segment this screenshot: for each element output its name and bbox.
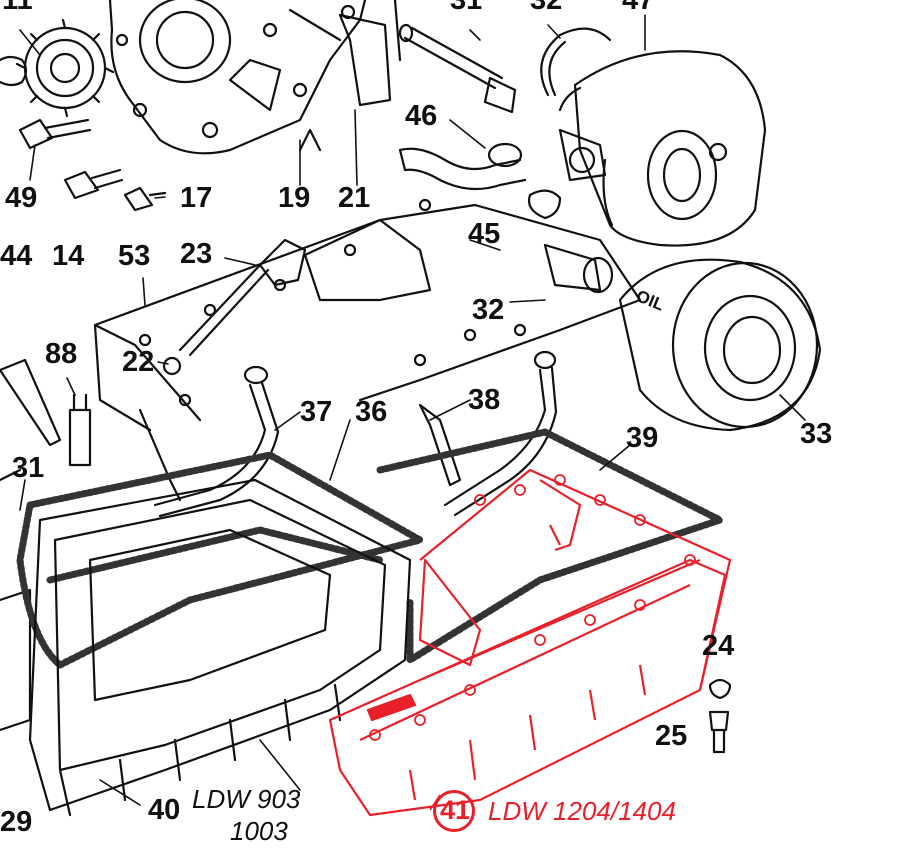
stud-part — [68, 393, 92, 467]
caption-ldw-1204-1404: LDW 1204/1404 — [488, 796, 676, 826]
pan-gasket-36 — [16, 451, 424, 669]
bushing-parts — [527, 189, 614, 294]
pan-gasket-39 — [376, 428, 724, 664]
label-part-44: 44 — [0, 240, 33, 272]
oil-filter-part — [618, 258, 822, 432]
caption-ldw-1003: 1003 — [230, 816, 288, 846]
label-part-88: 88 — [45, 338, 78, 370]
label-part-24: 24 — [702, 630, 735, 662]
label-part-45: 45 — [468, 218, 501, 250]
seal-ring-part — [540, 27, 612, 97]
oil-pan-41 — [328, 468, 732, 817]
label-part-53: 53 — [118, 240, 151, 272]
dipstick-part — [162, 238, 307, 376]
label-part-29: 29 — [0, 806, 33, 838]
bracket-part — [338, 0, 402, 107]
label-part-31: 31 — [12, 452, 45, 484]
small-bolts — [18, 118, 167, 212]
timing-cover — [108, 0, 367, 155]
caption-ldw-903: LDW 903 — [192, 784, 301, 814]
hose-part — [398, 147, 527, 191]
label-part-19: 19 — [278, 182, 311, 214]
label-part-14: 14 — [52, 240, 85, 272]
label-part-21: 21 — [338, 182, 371, 214]
label-part-31-top: 31 — [450, 0, 483, 16]
hose-clamp-part — [487, 142, 523, 168]
label-part-11: 11 — [2, 0, 33, 16]
label-part-25: 25 — [655, 720, 688, 752]
side-bracket — [0, 358, 62, 732]
filter-housing-part — [558, 50, 767, 247]
highlight-ring — [433, 790, 475, 832]
gear-part — [0, 18, 115, 118]
label-part-33: 33 — [800, 418, 833, 450]
oil-pan-40 — [28, 478, 412, 817]
label-part-47: 47 — [622, 0, 655, 16]
long-bolt-part — [398, 23, 517, 114]
label-part-38: 38 — [468, 384, 501, 416]
label-part-49: 49 — [5, 182, 38, 214]
suction-pipe-37 — [138, 365, 280, 518]
label-part-37: 37 — [300, 396, 333, 428]
label-part-22: 22 — [122, 346, 155, 378]
label-part-40: 40 — [148, 794, 181, 826]
drain-plug-parts — [708, 678, 732, 754]
label-part-32-top: 32 — [530, 0, 563, 16]
leader-lines — [19, 14, 806, 806]
label-part-36: 36 — [355, 396, 388, 428]
label-part-39: 39 — [626, 422, 659, 454]
crankcase-plate — [93, 198, 642, 432]
label-part-17: 17 — [180, 182, 213, 214]
label-part-32: 32 — [472, 294, 505, 326]
label-part-46: 46 — [405, 100, 438, 132]
label-part-41: 41 — [440, 795, 471, 825]
label-part-23: 23 — [180, 238, 213, 270]
